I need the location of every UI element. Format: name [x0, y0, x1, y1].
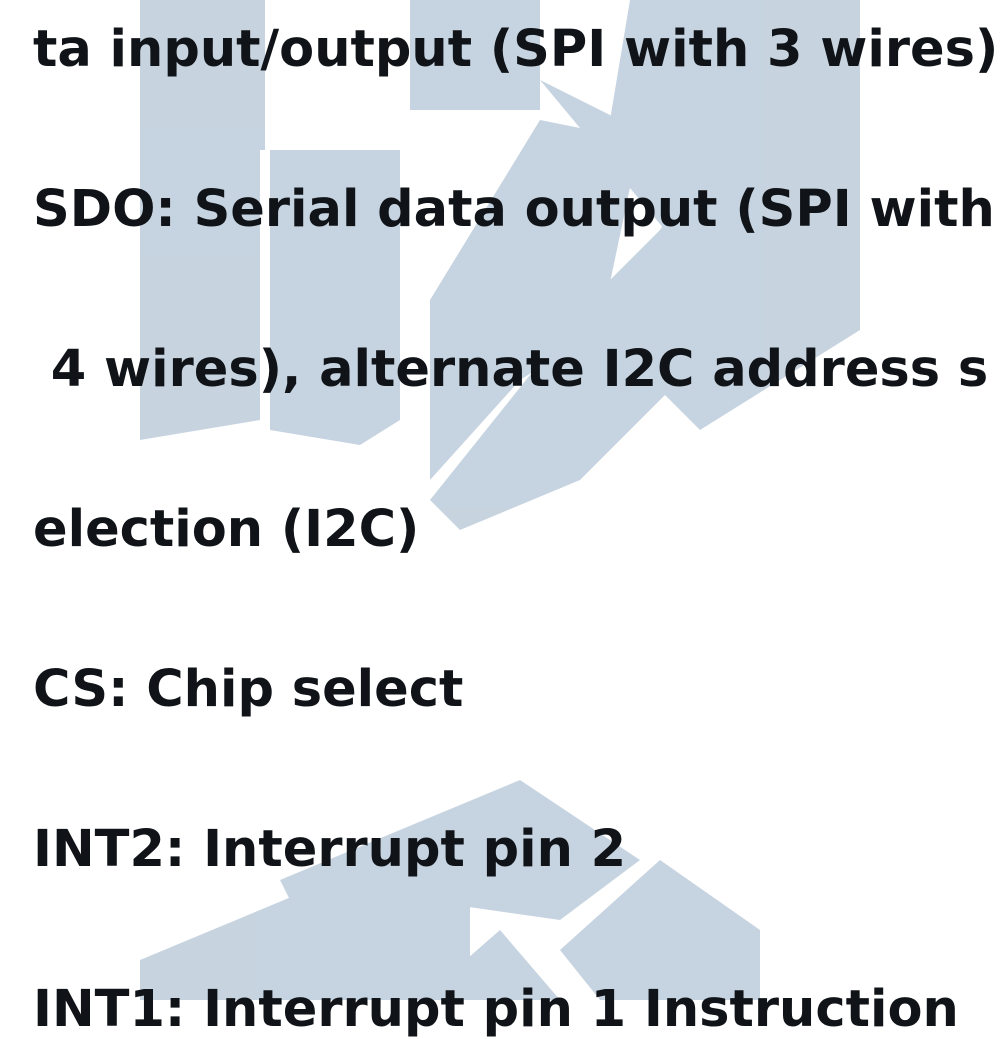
text-line-4: election (I2C) — [33, 500, 420, 559]
document-body: ta input/output (SPI with 3 wires) SDO: … — [33, 20, 999, 1035]
text-line-7: INT1: Interrupt pin 1 Instruction — [33, 980, 959, 1039]
text-line-5: CS: Chip select — [33, 660, 464, 719]
text-line-3: 4 wires), alternate I2C address s — [33, 340, 989, 399]
text-line-1: ta input/output (SPI with 3 wires) — [33, 20, 999, 79]
text-line-6: INT2: Interrupt pin 2 — [33, 820, 627, 879]
logo-watermark — [140, 0, 860, 1000]
text-line-2: SDO: Serial data output (SPI with — [33, 180, 995, 239]
